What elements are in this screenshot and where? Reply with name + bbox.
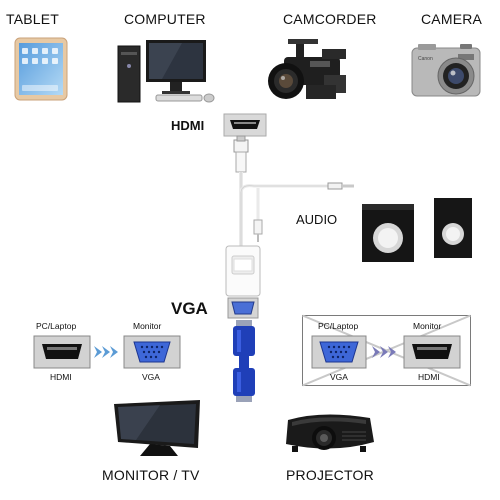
monitor-label: MONITOR / TV bbox=[102, 467, 200, 483]
adapter-cable-icon bbox=[225, 135, 354, 297]
projector-icon bbox=[286, 414, 374, 452]
vga-cable-icon bbox=[233, 320, 255, 402]
left-source-label: PC/Laptop bbox=[36, 321, 77, 331]
svg-text:Canon: Canon bbox=[418, 56, 433, 62]
camera-label: CAMERA bbox=[421, 11, 483, 27]
left-arrows-icon bbox=[94, 346, 118, 358]
speakers-icon bbox=[362, 198, 472, 262]
audio-port-label: AUDIO bbox=[296, 212, 338, 227]
projector-label: PROJECTOR bbox=[286, 467, 374, 483]
desktop-computer-icon bbox=[117, 40, 215, 103]
right-target-port: HDMI bbox=[418, 372, 440, 382]
right-target-label: Monitor bbox=[413, 321, 442, 331]
left-target-label: Monitor bbox=[133, 321, 162, 331]
camera-icon: Canon bbox=[411, 44, 481, 97]
left-diagram-icon bbox=[33, 335, 181, 369]
right-arrows-icon bbox=[372, 346, 396, 358]
right-source-label: PC/Laptop bbox=[318, 321, 359, 331]
camcorder-label: CAMCORDER bbox=[283, 11, 377, 27]
tablet-label: TABLET bbox=[6, 11, 60, 27]
vga-port-label: VGA bbox=[171, 299, 208, 318]
camcorder-icon bbox=[268, 39, 346, 99]
hdmi-port-icon bbox=[223, 113, 267, 137]
vga-port-icon bbox=[227, 297, 259, 319]
right-source-port: VGA bbox=[330, 372, 348, 382]
right-diagram-frame-icon bbox=[302, 314, 471, 387]
right-diagram-icon bbox=[311, 335, 461, 369]
left-target-port: VGA bbox=[142, 372, 160, 382]
left-source-port: HDMI bbox=[50, 372, 72, 382]
monitor-icon bbox=[114, 400, 200, 456]
tablet-icon bbox=[14, 37, 68, 101]
computer-label: COMPUTER bbox=[124, 11, 206, 27]
hdmi-port-label: HDMI bbox=[171, 118, 205, 133]
